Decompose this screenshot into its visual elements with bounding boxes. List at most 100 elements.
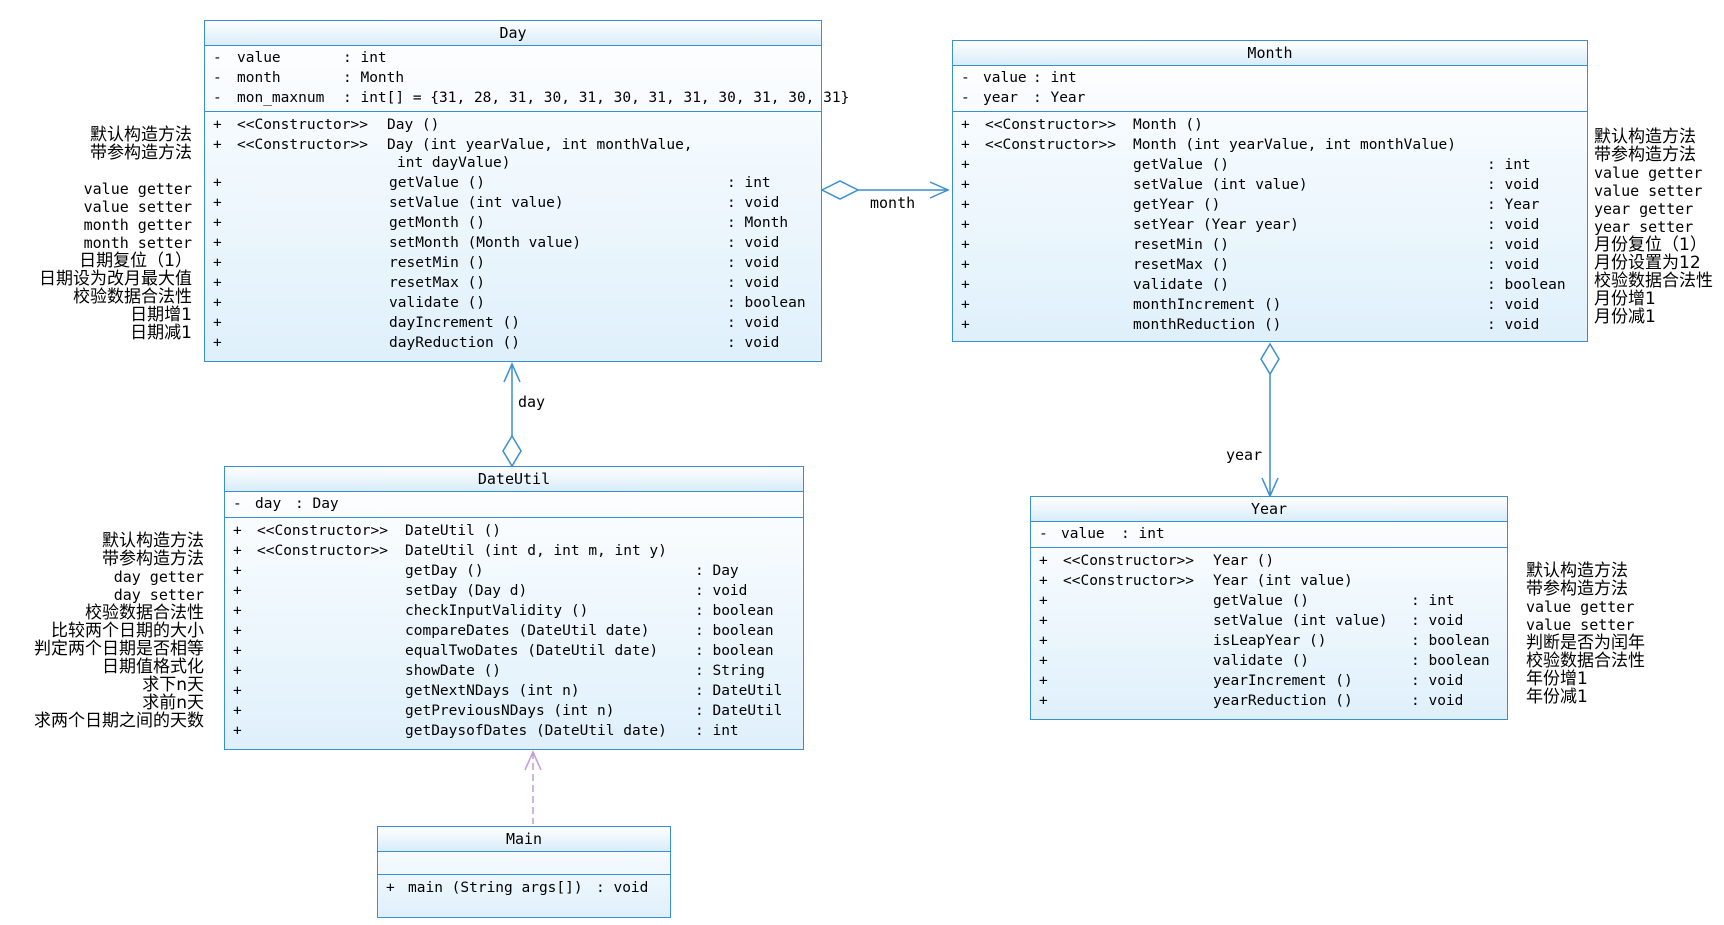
visibility: + — [961, 217, 970, 233]
note-line: 默认构造方法 — [1526, 561, 1628, 581]
method-row: +getDaysofDates (DateUtil date): int — [225, 721, 803, 741]
visibility: + — [233, 563, 242, 579]
method-signature: compareDates (DateUtil date) — [405, 623, 650, 639]
method-signature: getYear () — [1133, 197, 1221, 213]
method-signature: yearReduction () — [1213, 693, 1353, 709]
method-row: +validate (): boolean — [205, 293, 821, 313]
method-row: +yearReduction (): void — [1031, 691, 1507, 711]
visibility: - — [213, 50, 222, 66]
visibility: + — [213, 295, 222, 311]
note-line: 判定两个日期是否相等 — [34, 639, 204, 659]
method-signature: validate () — [389, 295, 486, 311]
edge-label-year: year — [1226, 446, 1263, 464]
edge-label-month: month — [870, 194, 916, 212]
constructor-signature: Year (int value) — [1213, 573, 1353, 589]
method-signature: getNextNDays (int n) — [405, 683, 580, 699]
note-line: 带参构造方法 — [1594, 145, 1696, 165]
class-year[interactable]: Year -value: int +<<Constructor>>Year ()… — [1030, 496, 1508, 720]
method-row: +setYear (Year year): void — [953, 215, 1587, 235]
note-line: year getter — [1594, 200, 1694, 218]
class-title: Day — [205, 21, 821, 46]
visibility: - — [961, 70, 970, 86]
method-signature: yearIncrement () — [1213, 673, 1353, 689]
method-signature: dayIncrement () — [389, 315, 520, 331]
arrowhead-month — [929, 181, 950, 199]
note-line: 比较两个日期的大小 — [51, 621, 204, 641]
attribute-row: -value: int — [205, 48, 821, 68]
visibility: + — [233, 623, 242, 639]
visibility: + — [213, 117, 222, 133]
class-main[interactable]: Main +main (String args[]): void — [377, 826, 671, 918]
return-type: : int — [1411, 593, 1455, 609]
visibility: + — [961, 297, 970, 313]
visibility: + — [213, 195, 222, 211]
method-signature: getDaysofDates (DateUtil date) — [405, 723, 667, 739]
note-line: 月份减1 — [1594, 307, 1656, 327]
method-row: +monthIncrement (): void — [953, 295, 1587, 315]
attr-name: value — [1061, 526, 1105, 542]
return-type: : void — [727, 335, 780, 351]
method-signature: setDay (Day d) — [405, 583, 528, 599]
note-line: day setter — [113, 586, 204, 604]
visibility: - — [213, 70, 222, 86]
visibility: - — [233, 496, 242, 512]
note-line: 校验数据合法性 — [1526, 651, 1645, 671]
note-line: 日期复位（1） — [79, 251, 192, 271]
return-type: : void — [1411, 673, 1464, 689]
class-day[interactable]: Day -value: int -month: Month -mon_maxnu… — [204, 20, 849, 362]
stereotype: <<Constructor>> — [985, 137, 1116, 153]
attr-type: : int — [343, 50, 387, 66]
return-type: : boolean — [695, 643, 774, 659]
class-dateutil[interactable]: DateUtil -day: Day +<<Constructor>>DateU… — [224, 466, 804, 750]
method-row: +showDate (): String — [225, 661, 803, 681]
method-signature: resetMin () — [389, 255, 486, 271]
method-row: +getMonth (): Month — [205, 213, 821, 233]
attr-name: day — [255, 496, 282, 512]
note-line: 带参构造方法 — [102, 549, 204, 569]
notes-day: 默认构造方法 带参构造方法 value getter value setter … — [10, 126, 192, 342]
attr-type: : Year — [1033, 90, 1086, 106]
note-line: 校验数据合法性 — [85, 603, 204, 623]
method-row: +getValue (): int — [1031, 591, 1507, 611]
method-signature: monthReduction () — [1133, 317, 1282, 333]
note-line: 默认构造方法 — [102, 531, 204, 551]
attr-name: mon_maxnum — [237, 90, 325, 106]
edge-label-day: day — [518, 393, 546, 411]
method-row: + getYear () : Year — [953, 195, 1587, 215]
note-line: month setter — [83, 234, 192, 252]
method-row: +getValue (): int — [953, 155, 1587, 175]
return-type: : void — [1487, 217, 1540, 233]
return-type: : void — [1487, 177, 1540, 193]
visibility: + — [961, 197, 970, 213]
note-line: 月份增1 — [1594, 289, 1656, 309]
constructor-signature: Day (int yearValue, int monthValue, — [387, 137, 693, 153]
notes-dateutil: 默认构造方法 带参构造方法 day getter day setter 校验数据… — [10, 532, 204, 730]
method-signature: setValue (int value) — [389, 195, 564, 211]
return-type: : void — [727, 235, 780, 251]
method-signature: monthIncrement () — [1133, 297, 1282, 313]
return-type: : Year — [1487, 197, 1540, 213]
return-type: : int — [695, 723, 739, 739]
method-row: +resetMax (): void — [953, 255, 1587, 275]
return-type: : void — [1411, 693, 1464, 709]
visibility: + — [1039, 553, 1048, 569]
note-line: month getter — [83, 216, 192, 234]
method-signature: equalTwoDates (DateUtil date) — [405, 643, 659, 659]
visibility: + — [233, 543, 242, 559]
visibility: + — [961, 177, 970, 193]
visibility: + — [961, 237, 970, 253]
operations-compartment: +<<Constructor>>DateUtil () +<<Construct… — [225, 518, 803, 744]
method-row: +dayIncrement (): void — [205, 313, 821, 333]
attr-name: value — [983, 70, 1027, 86]
return-type: : void — [1411, 613, 1464, 629]
operations-compartment: +<<Constructor>>Month () +<<Constructor>… — [953, 112, 1587, 338]
method-signature: main (String args[]) — [408, 880, 583, 896]
stereotype: <<Constructor>> — [237, 117, 368, 133]
method-row: +resetMin (): void — [953, 235, 1587, 255]
class-month[interactable]: Month -value: int -year: Year +<<Constru… — [952, 40, 1588, 342]
method-signature: resetMax () — [389, 275, 486, 291]
return-type: : boolean — [1411, 633, 1490, 649]
method-signature: setMonth (Month value) — [389, 235, 582, 251]
note-line: value setter — [83, 198, 192, 216]
method-signature: dayReduction () — [389, 335, 520, 351]
